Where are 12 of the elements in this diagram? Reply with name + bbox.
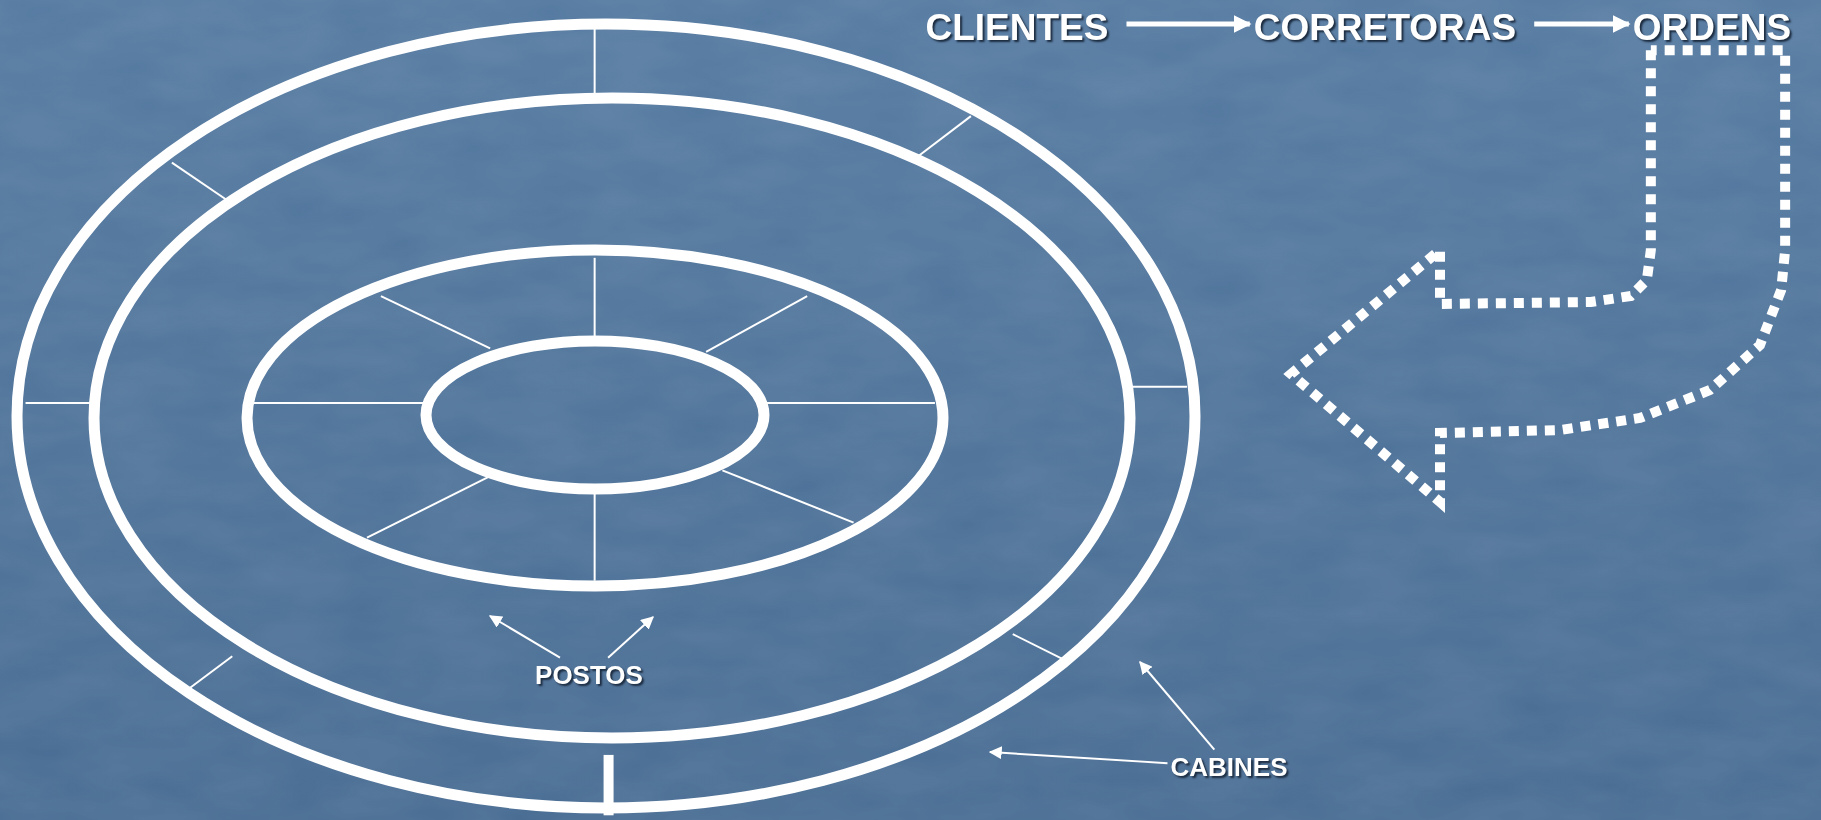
leader-arrow bbox=[1139, 661, 1216, 751]
node-label: ORDENS bbox=[1632, 7, 1792, 49]
arrow bbox=[1534, 15, 1631, 33]
leader-arrow bbox=[488, 615, 561, 659]
callout-label: POSTOS bbox=[535, 660, 643, 690]
callout-label: CABINES bbox=[1170, 752, 1288, 782]
dotted-block-arrow bbox=[1283, 45, 1791, 513]
leader-arrow bbox=[607, 616, 654, 659]
node-label: CLIENTES bbox=[925, 7, 1109, 49]
node-label: CORRETORAS bbox=[1253, 7, 1517, 49]
arrow bbox=[1126, 15, 1252, 33]
leader-arrow bbox=[988, 746, 1169, 765]
